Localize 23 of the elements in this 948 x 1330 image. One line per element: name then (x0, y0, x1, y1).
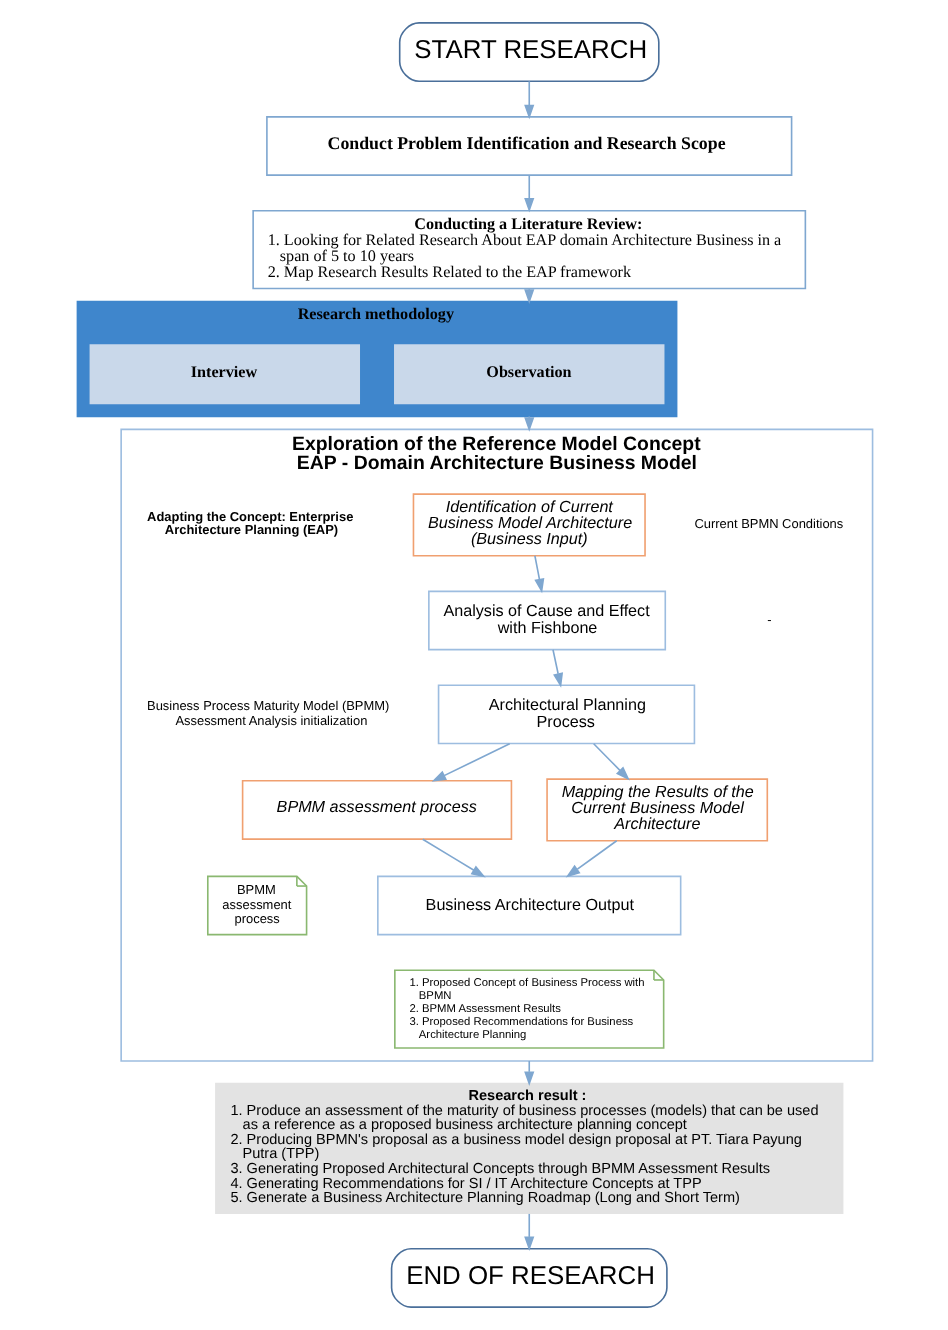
arrow (523, 415, 534, 432)
node-box: Mapping the Results of the Current Business Model Architecture (545, 778, 768, 842)
node-box: Interview (88, 344, 359, 405)
node-box: START RESEARCH (397, 22, 659, 82)
node-box: Observation (393, 344, 664, 405)
arrow (523, 80, 534, 120)
node-box: Research result : 1. Produce an assessment of the maturity of business processes (models) that can be used as a reference as a proposed business architecture planning concept 2. Producing BPMN's proposal as a business model design proposal at PT. Tiara Payung Putra (TPP) 3. Generating Proposed Architectural Concepts through BPMM Assessment Results 4. Generating Recommendations for SI / IT Architecture Concepts at TPP 5. Generate a Business Architecture Planning Roadmap (Long and Short Term) (214, 1082, 843, 1214)
arrow (591, 742, 629, 781)
arrow (523, 174, 534, 213)
node-box: Identification of Current Business Model Architecture (Business Input) (411, 493, 645, 557)
node-box: BPMM assessment process (240, 780, 512, 840)
node-box: Analysis of Cause and Effect with Fishbone (427, 590, 666, 651)
node-box: END OF RESEARCH (389, 1248, 667, 1308)
arrow (523, 1213, 534, 1252)
node-box: Architectural Planning Process (436, 684, 695, 745)
arrow (564, 839, 617, 878)
arrow (430, 742, 510, 782)
arrow (551, 649, 563, 688)
node-box: Business Architecture Output (376, 875, 681, 936)
arrow (533, 554, 544, 594)
node-box: Conduct Problem Identification and Research Scope (265, 116, 792, 176)
arrow (523, 1060, 534, 1086)
arrow (420, 838, 485, 878)
